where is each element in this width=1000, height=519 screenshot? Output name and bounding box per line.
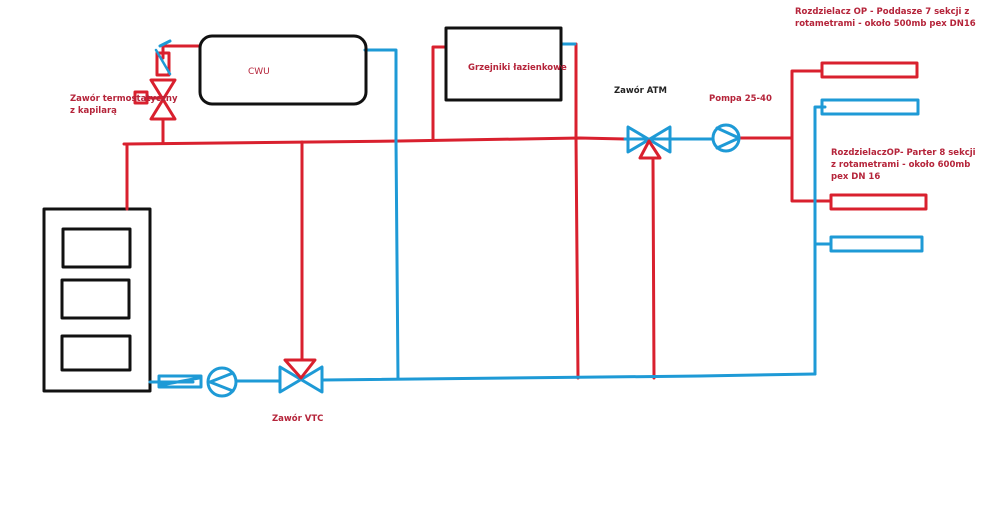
bathroom-radiator bbox=[444, 26, 563, 102]
thermostatic-valve-bowtie bbox=[149, 78, 177, 121]
atm-valve bbox=[626, 125, 672, 160]
boiler-door-top bbox=[61, 227, 132, 269]
ground-manifold-label-line1: RozdzielaczOP- Parter 8 sekcji bbox=[831, 148, 976, 158]
pump-label: Pompa 25-40 bbox=[709, 94, 772, 104]
thermostatic-valve-body bbox=[155, 51, 171, 77]
manifold-return-riser bbox=[813, 105, 827, 376]
thermostatic-valve-label-line1: Zawór termostatyczny bbox=[70, 94, 178, 104]
ground-manifold-label: RozdzielaczOP- Parter 8 sekcji z rotamet… bbox=[831, 147, 976, 183]
supply-pipes bbox=[122, 42, 833, 380]
vtc-valve bbox=[278, 358, 324, 394]
ground-manifold-supply-bar bbox=[829, 193, 928, 211]
capillary-mark bbox=[154, 48, 172, 76]
filter-diagonal bbox=[159, 376, 201, 387]
return-pump-arrow bbox=[208, 371, 235, 393]
ground-manifold-label-line3: pex DN 16 bbox=[831, 172, 881, 182]
vtc-valve-bowtie bbox=[278, 365, 324, 394]
return-vtc-to-end bbox=[321, 372, 817, 382]
circulation-pump bbox=[711, 123, 741, 153]
vtc-valve-label: Zawór VTC bbox=[272, 414, 324, 424]
attic-manifold-supply bbox=[790, 69, 824, 140]
attic-manifold-return-bar bbox=[820, 98, 920, 116]
return-pump-group bbox=[157, 366, 238, 398]
atm-mixing-pipe bbox=[651, 158, 656, 380]
cwu-return-pipe bbox=[363, 48, 400, 381]
pump-25-40-arrow bbox=[715, 126, 741, 150]
bathroom-radiators-label: Grzejniki łazienkowe bbox=[468, 63, 567, 73]
return-pump-circle bbox=[206, 366, 238, 398]
return-valve-stub bbox=[158, 39, 172, 48]
boiler-door-bottom bbox=[60, 334, 132, 372]
attic-manifold bbox=[820, 61, 920, 116]
thermostatic-valve bbox=[133, 51, 177, 121]
boiler-body bbox=[42, 207, 152, 393]
ground-manifold bbox=[829, 193, 928, 253]
filter bbox=[157, 374, 203, 389]
attic-manifold-label: Rozdzielacz OP - Poddasze 7 sekcji z rot… bbox=[795, 6, 976, 30]
vtc-valve-actuator bbox=[283, 358, 317, 380]
atm-valve-label: Zawór ATM bbox=[614, 86, 667, 96]
cwu-label: CWU bbox=[248, 67, 270, 77]
radiator-supply-pipe bbox=[431, 45, 448, 142]
atm-valve-actuator bbox=[638, 139, 662, 160]
thermostatic-valve-label-line2: z kapilarą bbox=[70, 106, 117, 116]
attic-manifold-label-line1: Rozdzielacz OP - Poddasze 7 sekcji z bbox=[795, 7, 970, 17]
ground-manifold-label-line2: z rotametrami - około 600mb bbox=[831, 160, 971, 170]
atm-valve-bowtie bbox=[626, 125, 672, 154]
attic-manifold-label-line2: rotametrami - około 500mb pex DN16 bbox=[795, 19, 976, 29]
thermostatic-valve-label: Zawór termostatyczny z kapilarą bbox=[70, 93, 178, 117]
attic-manifold-supply-bar bbox=[820, 61, 919, 79]
ground-manifold-return-bar bbox=[829, 235, 924, 253]
ground-manifold-supply bbox=[790, 136, 833, 203]
boiler bbox=[42, 207, 152, 393]
boiler-door-middle bbox=[60, 278, 131, 320]
cwu-tank bbox=[198, 34, 368, 106]
supply-header bbox=[122, 136, 627, 146]
radiator-return-drop bbox=[574, 42, 580, 380]
